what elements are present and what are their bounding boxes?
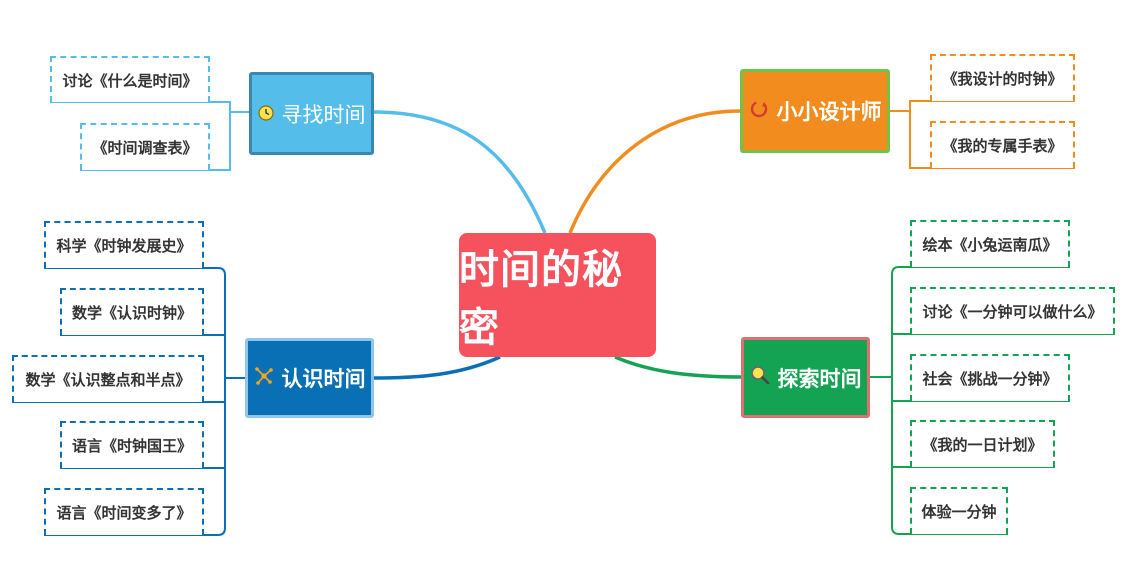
leaf-explore-4[interactable]: 《我的一日计划》 — [910, 420, 1055, 467]
explore-leaf-links — [870, 266, 1115, 535]
leaf-know-1[interactable]: 科学《时钟发展史》 — [44, 221, 204, 268]
leaf-know-4[interactable]: 语言《时钟国王》 — [60, 421, 204, 468]
magnifier-icon — [750, 365, 770, 390]
leaf-label: 社会《挑战一分钟》 — [922, 370, 1058, 388]
leaf-label: 语言《时间变多了》 — [56, 504, 192, 522]
leaf-know-5[interactable]: 语言《时间变多了》 — [44, 488, 204, 535]
branch-know-time-label: 认识时间 — [281, 367, 366, 391]
leaf-label: 《我的专属手表》 — [942, 137, 1063, 155]
branch-explore-time-label: 探索时间 — [777, 366, 862, 391]
leaf-label: 数学《认识时钟》 — [71, 304, 192, 322]
leaf-label: 语言《时钟国王》 — [71, 437, 192, 455]
find-leaf-links — [50, 101, 249, 171]
leaf-label: 绘本《小兔运南瓜》 — [922, 236, 1058, 254]
leaf-label: 讨论《什么是时间》 — [62, 71, 198, 90]
link-know — [373, 355, 501, 380]
leaf-design-2[interactable]: 《我的专属手表》 — [930, 121, 1075, 168]
leaf-explore-3[interactable]: 社会《挑战一分钟》 — [910, 354, 1070, 401]
leaf-find-2[interactable]: 《时间调查表》 — [80, 123, 210, 170]
leaf-label: 《时间调查表》 — [92, 139, 198, 157]
leaf-know-3[interactable]: 数学《认识整点和半点》 — [12, 355, 204, 402]
leaf-design-1[interactable]: 《我设计的时钟》 — [930, 54, 1075, 101]
leaf-explore-1[interactable]: 绘本《小兔运南瓜》 — [910, 220, 1070, 267]
leaf-label: 《我的一日计划》 — [922, 436, 1043, 454]
link-find — [373, 110, 547, 234]
link-explore — [614, 355, 742, 379]
network-nodes-icon — [254, 366, 274, 391]
branch-explore-time[interactable]: 探索时间 — [741, 337, 870, 418]
leaf-label: 讨论《一分钟可以做什么》 — [922, 303, 1103, 321]
know-leaf-links — [12, 267, 245, 536]
cycle-arrows-icon — [749, 99, 769, 124]
branch-little-designer-label: 小小设计师 — [776, 100, 882, 124]
design-leaf-links — [890, 100, 1075, 169]
branch-know-time[interactable]: 认识时间 — [245, 338, 374, 418]
leaf-explore-5[interactable]: 体验一分钟 — [910, 487, 1008, 534]
clock-icon — [257, 102, 274, 126]
central-topic[interactable]: 时间的秘密 — [459, 233, 656, 357]
link-design — [568, 109, 741, 234]
leaf-label: 数学《认识整点和半点》 — [25, 371, 191, 389]
branch-find-time[interactable]: 寻找时间 — [249, 72, 374, 155]
leaf-find-1[interactable]: 讨论《什么是时间》 — [50, 56, 210, 102]
branch-little-designer[interactable]: 小小设计师 — [740, 69, 890, 153]
branch-find-time-label: 寻找时间 — [281, 102, 366, 127]
leaf-know-2[interactable]: 数学《认识时钟》 — [60, 288, 204, 335]
leaf-label: 体验一分钟 — [921, 503, 997, 521]
central-topic-label: 时间的秘密 — [459, 247, 623, 351]
leaf-label: 《我设计的时钟》 — [942, 70, 1063, 88]
leaf-label: 科学《时钟发展史》 — [56, 237, 192, 255]
leaf-explore-2[interactable]: 讨论《一分钟可以做什么》 — [910, 287, 1115, 334]
